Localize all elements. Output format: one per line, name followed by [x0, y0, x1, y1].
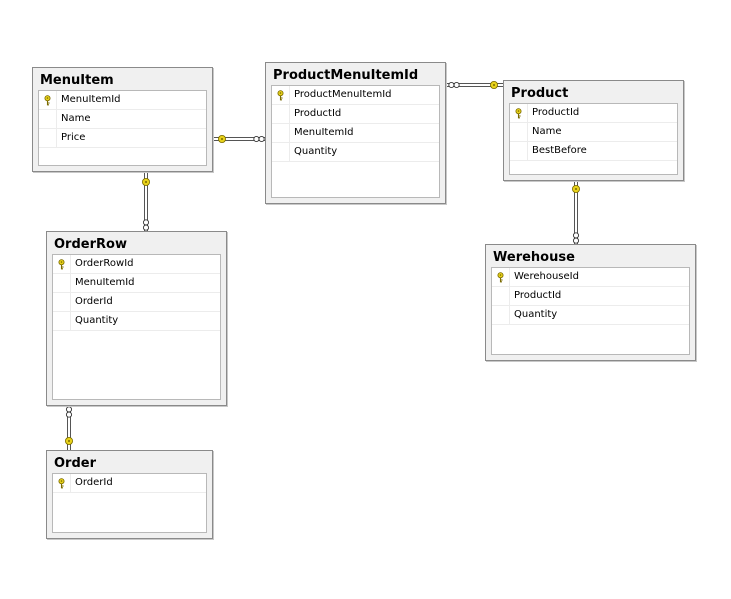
- column-row[interactable]: OrderRowId: [53, 255, 220, 274]
- column-row[interactable]: ProductId: [272, 105, 439, 124]
- column-name: MenuItemId: [294, 127, 354, 138]
- column-row[interactable]: OrderId: [53, 293, 220, 312]
- row-selector: [53, 293, 71, 311]
- relationship-many-icon: [65, 406, 73, 418]
- row-selector: [272, 86, 290, 104]
- column-name: ProductId: [294, 108, 342, 119]
- column-row[interactable]: ProductMenuItemId: [272, 86, 439, 105]
- row-selector: [53, 474, 71, 492]
- table-title: Product: [511, 86, 569, 101]
- column-row[interactable]: Name: [39, 110, 206, 129]
- column-name: Quantity: [75, 315, 119, 326]
- table-title: ProductMenuItemId: [273, 68, 419, 83]
- column-name: OrderId: [75, 477, 113, 488]
- row-selector: [510, 142, 528, 160]
- table-title: MenuItem: [40, 73, 114, 88]
- table-title: Order: [54, 456, 96, 471]
- column-name: ProductId: [514, 290, 562, 301]
- row-selector: [39, 129, 57, 147]
- column-name: Name: [61, 113, 91, 124]
- column-name: WerehouseId: [514, 271, 579, 282]
- column-row[interactable]: Quantity: [53, 312, 220, 331]
- row-selector: [272, 124, 290, 142]
- relationship-product-werehouse[interactable]: [572, 181, 581, 244]
- column-name: Price: [61, 132, 86, 143]
- primary-key-icon: [496, 271, 505, 283]
- table-title: Werehouse: [493, 250, 575, 265]
- primary-key-icon: [57, 258, 66, 270]
- column-row[interactable]: Name: [510, 123, 677, 142]
- relationship-key-icon: [572, 184, 581, 193]
- row-selector: [510, 123, 528, 141]
- primary-key-icon: [276, 89, 285, 101]
- column-name: OrderId: [75, 296, 113, 307]
- column-name: MenuItemId: [61, 94, 121, 105]
- column-row[interactable]: BestBefore: [510, 142, 677, 161]
- column-row[interactable]: OrderId: [53, 474, 206, 493]
- primary-key-icon: [57, 477, 66, 489]
- relationship-many-icon: [572, 232, 580, 244]
- relationship-many-icon: [253, 135, 265, 143]
- column-name: Quantity: [514, 309, 558, 320]
- column-row[interactable]: Price: [39, 129, 206, 148]
- relationship-productmenuitemid-product[interactable]: [446, 81, 503, 90]
- row-selector: [492, 306, 510, 324]
- row-selector: [39, 91, 57, 109]
- row-selector: [272, 143, 290, 161]
- column-name: OrderRowId: [75, 258, 134, 269]
- column-name: ProductMenuItemId: [294, 89, 392, 100]
- column-name: MenuItemId: [75, 277, 135, 288]
- column-name: BestBefore: [532, 145, 587, 156]
- column-name: ProductId: [532, 107, 580, 118]
- relationship-key-icon: [217, 134, 226, 143]
- relationship-orderrow-order[interactable]: [65, 406, 74, 450]
- column-list: OrderId: [52, 473, 207, 533]
- relationship-key-icon: [489, 81, 498, 90]
- row-selector: [492, 287, 510, 305]
- column-row[interactable]: WerehouseId: [492, 268, 689, 287]
- row-selector: [492, 268, 510, 286]
- relationship-many-icon: [448, 81, 460, 89]
- column-row[interactable]: Quantity: [492, 306, 689, 325]
- column-row[interactable]: MenuItemId: [272, 124, 439, 143]
- relationship-key-icon: [141, 177, 150, 186]
- column-name: Quantity: [294, 146, 338, 157]
- column-row[interactable]: ProductId: [492, 287, 689, 306]
- relationship-key-icon: [65, 436, 74, 445]
- row-selector: [39, 110, 57, 128]
- row-selector: [53, 274, 71, 292]
- column-row[interactable]: MenuItemId: [39, 91, 206, 110]
- column-row[interactable]: MenuItemId: [53, 274, 220, 293]
- row-selector: [53, 312, 71, 330]
- row-selector: [510, 104, 528, 122]
- relationship-many-icon: [142, 219, 150, 231]
- row-selector: [272, 105, 290, 123]
- table-title: OrderRow: [54, 237, 127, 252]
- relationship-menuitem-productmenuitemid[interactable]: [213, 134, 265, 143]
- column-row[interactable]: Quantity: [272, 143, 439, 162]
- relationship-menuitem-orderrow[interactable]: [141, 172, 150, 231]
- row-selector: [53, 255, 71, 273]
- primary-key-icon: [514, 107, 523, 119]
- column-row[interactable]: ProductId: [510, 104, 677, 123]
- column-name: Name: [532, 126, 562, 137]
- primary-key-icon: [43, 94, 52, 106]
